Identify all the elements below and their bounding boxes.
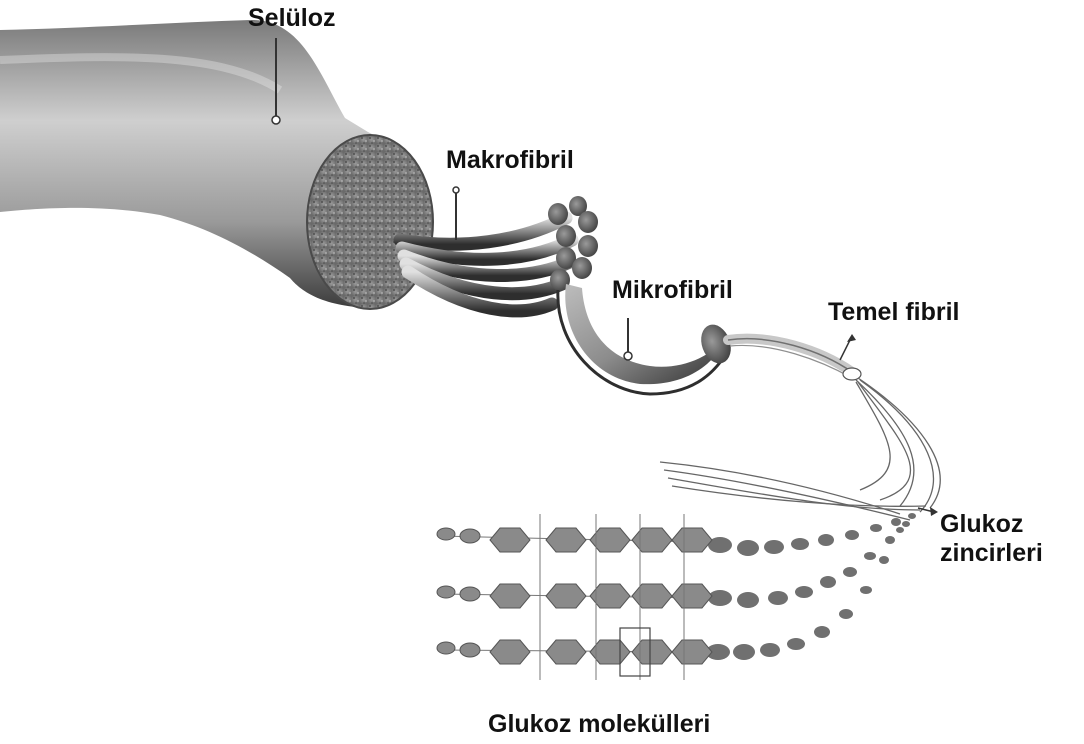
microfibril-label: Mikrofibril — [612, 276, 733, 305]
glucose-chains — [660, 378, 940, 520]
cellulose-label: Selüloz — [248, 4, 336, 33]
elementary-fibril-label: Temel fibril — [828, 298, 960, 327]
glucose-chains-label: Glukoz zincirleri — [940, 510, 1043, 568]
glucose-molecules-label: Glukoz molekülleri — [488, 710, 710, 739]
macrofibril-pointer — [453, 187, 459, 240]
glucose-molecule-lattice — [437, 514, 712, 680]
beaded-chains — [706, 513, 916, 660]
glucose-chains-label-line2: zincirleri — [940, 539, 1043, 568]
elementary-fibril — [728, 334, 861, 380]
macrofibril-label: Makrofibril — [446, 146, 574, 175]
cellulose-fiber — [0, 20, 433, 309]
glucose-chains-label-line1: Glukoz — [940, 510, 1043, 539]
